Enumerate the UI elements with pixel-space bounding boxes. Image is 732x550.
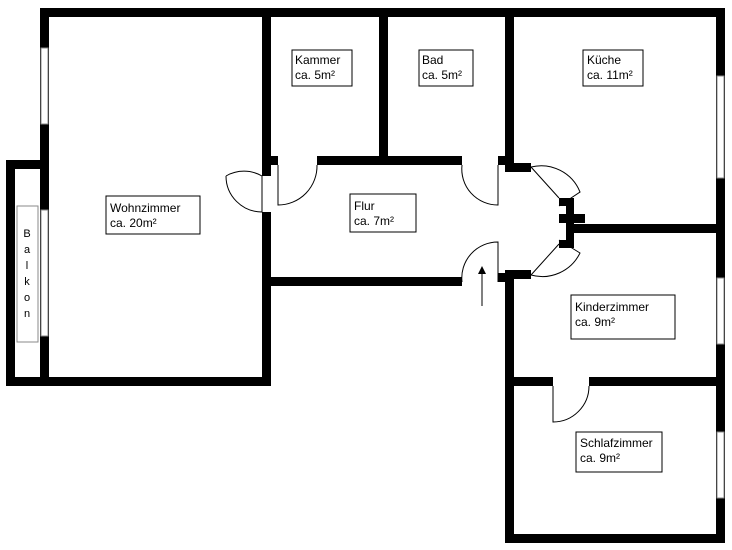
room-label-bad: Bad ca. 5m² xyxy=(418,49,474,87)
walls xyxy=(6,8,725,543)
room-name: Wohnzimmer xyxy=(110,201,180,215)
room-area: ca. 11m² xyxy=(587,68,633,82)
balkon-letter: l xyxy=(26,260,28,272)
window-icon xyxy=(716,431,725,499)
room-name: Kammer xyxy=(295,53,340,67)
balkon: B a l k o n xyxy=(16,205,39,343)
door-swing-icon xyxy=(277,164,318,206)
room-name: Bad xyxy=(422,53,443,67)
balkon-letter: B xyxy=(23,228,30,240)
door-swing-icon xyxy=(225,170,263,212)
room-label-kinderzimmer: Kinderzimmer ca. 9m² xyxy=(570,294,676,340)
room-area: ca. 5m² xyxy=(295,68,335,82)
room-name: Schlafzimmer xyxy=(580,436,653,450)
room-area: ca. 9m² xyxy=(580,451,620,465)
entrance-arrow-icon xyxy=(478,266,486,306)
room-label-schlafzimmer: Schlafzimmer ca. 9m² xyxy=(575,431,663,473)
room-label-kammer: Kammer ca. 5m² xyxy=(291,49,353,87)
room-name: Küche xyxy=(587,53,621,67)
room-name: Flur xyxy=(354,199,375,213)
room-area: ca. 5m² xyxy=(422,68,462,82)
balkon-letter: a xyxy=(24,244,31,256)
room-label-kueche: Küche ca. 11m² xyxy=(582,49,644,87)
room-name: Kinderzimmer xyxy=(575,300,649,314)
window-icon xyxy=(40,209,49,337)
balkon-letter: o xyxy=(24,292,30,304)
window-icon xyxy=(40,47,49,125)
window-icon xyxy=(716,75,725,179)
room-label-flur: Flur ca. 7m² xyxy=(349,193,417,233)
door-swing-icon xyxy=(225,175,263,213)
window-icon xyxy=(716,277,725,345)
room-label-wohnzimmer: Wohnzimmer ca. 20m² xyxy=(105,195,201,235)
door-swing-icon xyxy=(530,239,581,278)
balkon-letter: k xyxy=(24,276,30,288)
door-swing-icon xyxy=(461,241,499,283)
windows xyxy=(40,47,725,499)
balkon-letter: n xyxy=(24,308,30,320)
door-swing-icon xyxy=(461,164,499,206)
door-swing-icon xyxy=(530,165,581,207)
room-area: ca. 9m² xyxy=(575,315,615,329)
door-swing-icon xyxy=(552,385,590,423)
room-area: ca. 20m² xyxy=(110,216,157,230)
room-area: ca. 7m² xyxy=(354,214,394,228)
doors xyxy=(225,164,590,423)
